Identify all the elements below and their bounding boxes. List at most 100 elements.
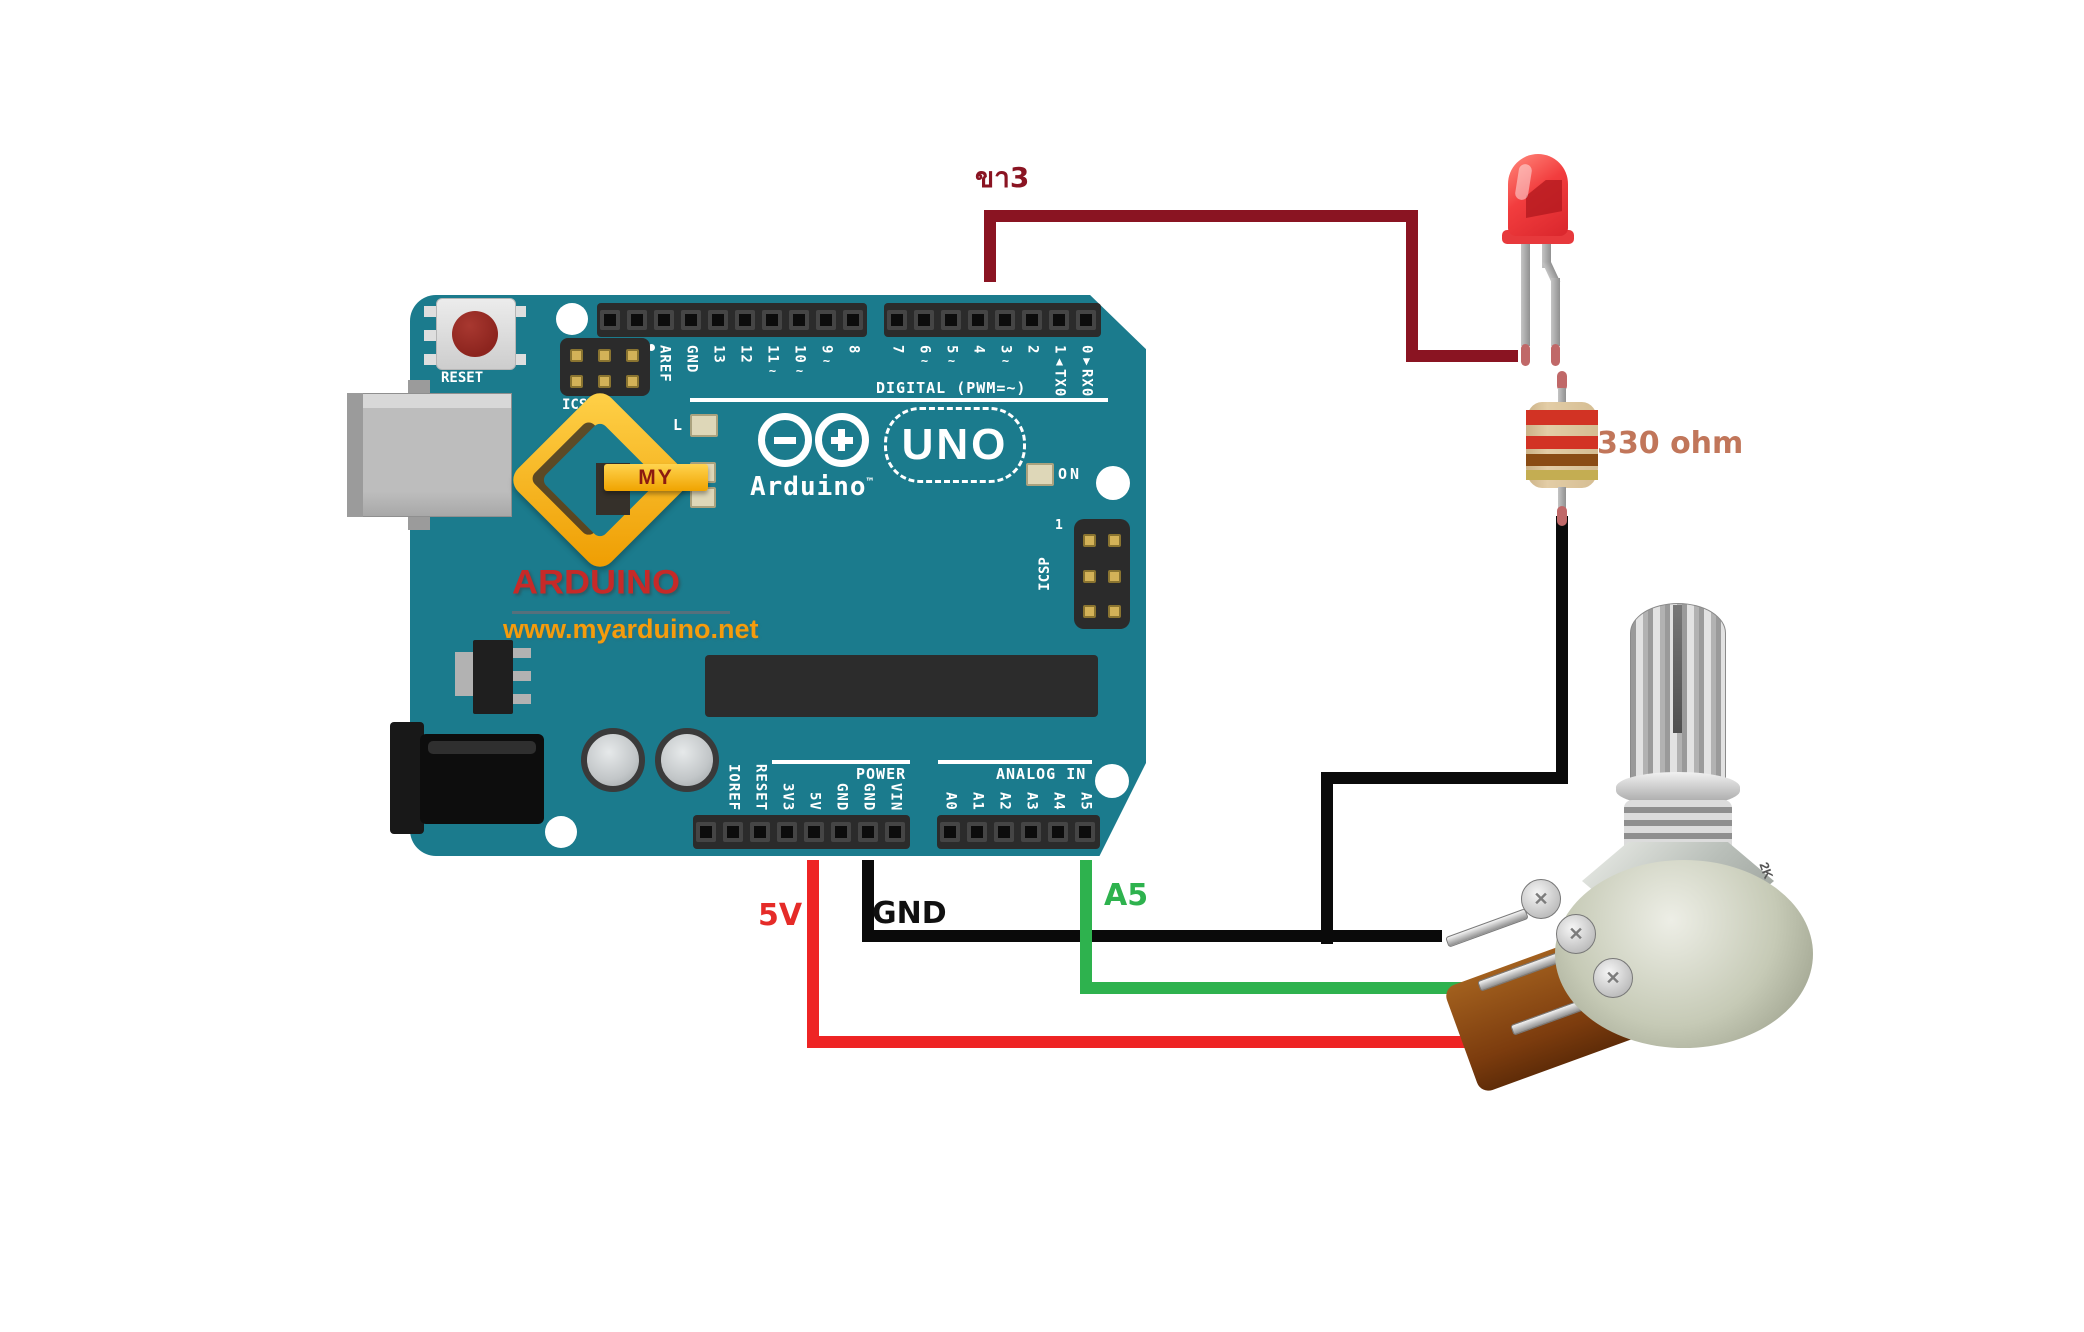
reset-button-leg bbox=[424, 330, 437, 341]
pin-label-text: A0 bbox=[942, 792, 959, 811]
power-jack-highlight bbox=[428, 741, 536, 754]
pin-socket bbox=[1048, 822, 1068, 842]
pin-socket bbox=[789, 310, 809, 330]
pin-label-text: 5 bbox=[943, 345, 960, 355]
pin-label-text: ▲ bbox=[1055, 354, 1064, 369]
wire-resistor-gnd-segment bbox=[1321, 772, 1568, 784]
pin-socket bbox=[750, 822, 770, 842]
resistor-lead-tip bbox=[1557, 506, 1567, 526]
pin-socket bbox=[735, 310, 755, 330]
logo-minus-icon bbox=[774, 437, 796, 444]
icsp-pin bbox=[1108, 605, 1121, 618]
analog-caption: ANALOG IN bbox=[996, 765, 1087, 783]
pin-label-text: ~ bbox=[920, 354, 929, 369]
pin-label-text: 9 bbox=[818, 345, 835, 355]
capacitor bbox=[581, 728, 645, 792]
pin-label-text: ~ bbox=[1001, 354, 1010, 369]
pin-label: A0 bbox=[939, 758, 962, 811]
pin-socket bbox=[967, 822, 987, 842]
pin-label: A3 bbox=[1020, 758, 1043, 811]
wire-pin3-segment bbox=[1406, 210, 1418, 362]
pin-socket bbox=[1021, 822, 1041, 842]
pin-label: 11~ bbox=[761, 345, 784, 417]
regulator-leg bbox=[513, 648, 531, 658]
pin-header-power-pins bbox=[693, 815, 910, 849]
wire-pin3-segment bbox=[984, 210, 1418, 222]
uno-model-text: UNO bbox=[901, 420, 1009, 469]
pin-label: 10~ bbox=[788, 345, 811, 417]
pin-socket bbox=[831, 822, 851, 842]
led-on-label: ON bbox=[1058, 465, 1083, 483]
pin-socket bbox=[654, 310, 674, 330]
pin-label-text: 11 bbox=[764, 345, 781, 364]
reset-button-leg bbox=[424, 306, 437, 317]
pin-label-text: 2 bbox=[1024, 345, 1041, 355]
pin-socket bbox=[1049, 310, 1069, 330]
icsp-pin bbox=[570, 375, 583, 388]
icsp-pin bbox=[598, 375, 611, 388]
led-leg bbox=[1521, 240, 1530, 346]
pin-label: AREF bbox=[653, 345, 676, 417]
icsp-pin bbox=[1083, 605, 1096, 618]
usb-tab bbox=[408, 380, 430, 393]
pin-label-text: A3 bbox=[1023, 792, 1040, 811]
pin-label: 5V bbox=[803, 758, 826, 811]
brand-text: Arduino bbox=[750, 472, 867, 502]
led-l-smd bbox=[690, 414, 718, 437]
wire-5v-segment bbox=[807, 860, 819, 1048]
pot-screw: ✕ bbox=[1593, 958, 1633, 998]
regulator-leg bbox=[513, 671, 531, 681]
pin-socket bbox=[723, 822, 743, 842]
pin-label: GND bbox=[830, 758, 853, 811]
pin-label-text: AREF bbox=[656, 345, 673, 383]
pin-label-text: ~ bbox=[768, 363, 777, 378]
resistor bbox=[1526, 402, 1598, 488]
my-banner: MY bbox=[604, 464, 708, 491]
pin-socket bbox=[914, 310, 934, 330]
mounting-hole bbox=[1095, 764, 1129, 798]
power-jack bbox=[390, 722, 424, 834]
usb-tab bbox=[408, 517, 430, 530]
led-leg bbox=[1551, 278, 1560, 346]
resistor-band-gold bbox=[1526, 470, 1598, 480]
mounting-hole bbox=[1096, 466, 1130, 500]
pin-label-text: 1 bbox=[1051, 345, 1068, 355]
potentiometer: ✕ ✕ ✕ 2K bbox=[1430, 595, 1870, 1095]
power-caption: POWER bbox=[856, 765, 907, 783]
digital-silk-line bbox=[690, 398, 1108, 402]
pin-label-text: 13 bbox=[710, 345, 727, 364]
pin-socket bbox=[762, 310, 782, 330]
pin-label-text: GND bbox=[860, 782, 877, 811]
icsp-pin bbox=[1108, 534, 1121, 547]
microcontroller-chip bbox=[705, 655, 1098, 717]
pin-label: A4 bbox=[1047, 758, 1070, 811]
pin-label-text: 5V bbox=[806, 792, 823, 811]
wire-gnd-segment bbox=[862, 930, 1442, 942]
icsp-label: ICSP bbox=[1036, 557, 1053, 591]
pin-label-text: 7 bbox=[889, 345, 906, 355]
pin-label-text: A1 bbox=[969, 792, 986, 811]
pin-label: A2 bbox=[993, 758, 1016, 811]
pot-screw: ✕ bbox=[1556, 914, 1596, 954]
pin-label-text: 6 bbox=[916, 345, 933, 355]
pin-label-text: 3V3 bbox=[779, 782, 796, 811]
pin-socket bbox=[994, 822, 1014, 842]
pin-label-text: A2 bbox=[996, 792, 1013, 811]
pin-socket bbox=[600, 310, 620, 330]
pin-marker-dot bbox=[648, 344, 655, 351]
pin-socket bbox=[843, 310, 863, 330]
wire-gnd-segment bbox=[862, 860, 874, 942]
reset-button-leg bbox=[424, 354, 437, 365]
pin-label-text: GND bbox=[833, 782, 850, 811]
pin-label-text: GND bbox=[683, 345, 700, 374]
5v-wire-label: 5V bbox=[758, 898, 803, 933]
pin-label-text: TX0 bbox=[1051, 369, 1068, 398]
pin-label-text: 3 bbox=[997, 345, 1014, 355]
resistor-value-label: 330 ohm bbox=[1597, 426, 1744, 461]
pin-label: VIN bbox=[884, 758, 907, 811]
pin-socket bbox=[940, 822, 960, 842]
pot-screw: ✕ bbox=[1521, 879, 1561, 919]
pin-socket bbox=[858, 822, 878, 842]
pin-header-digital-pins-left bbox=[597, 303, 867, 337]
power-silk-line bbox=[772, 760, 910, 764]
